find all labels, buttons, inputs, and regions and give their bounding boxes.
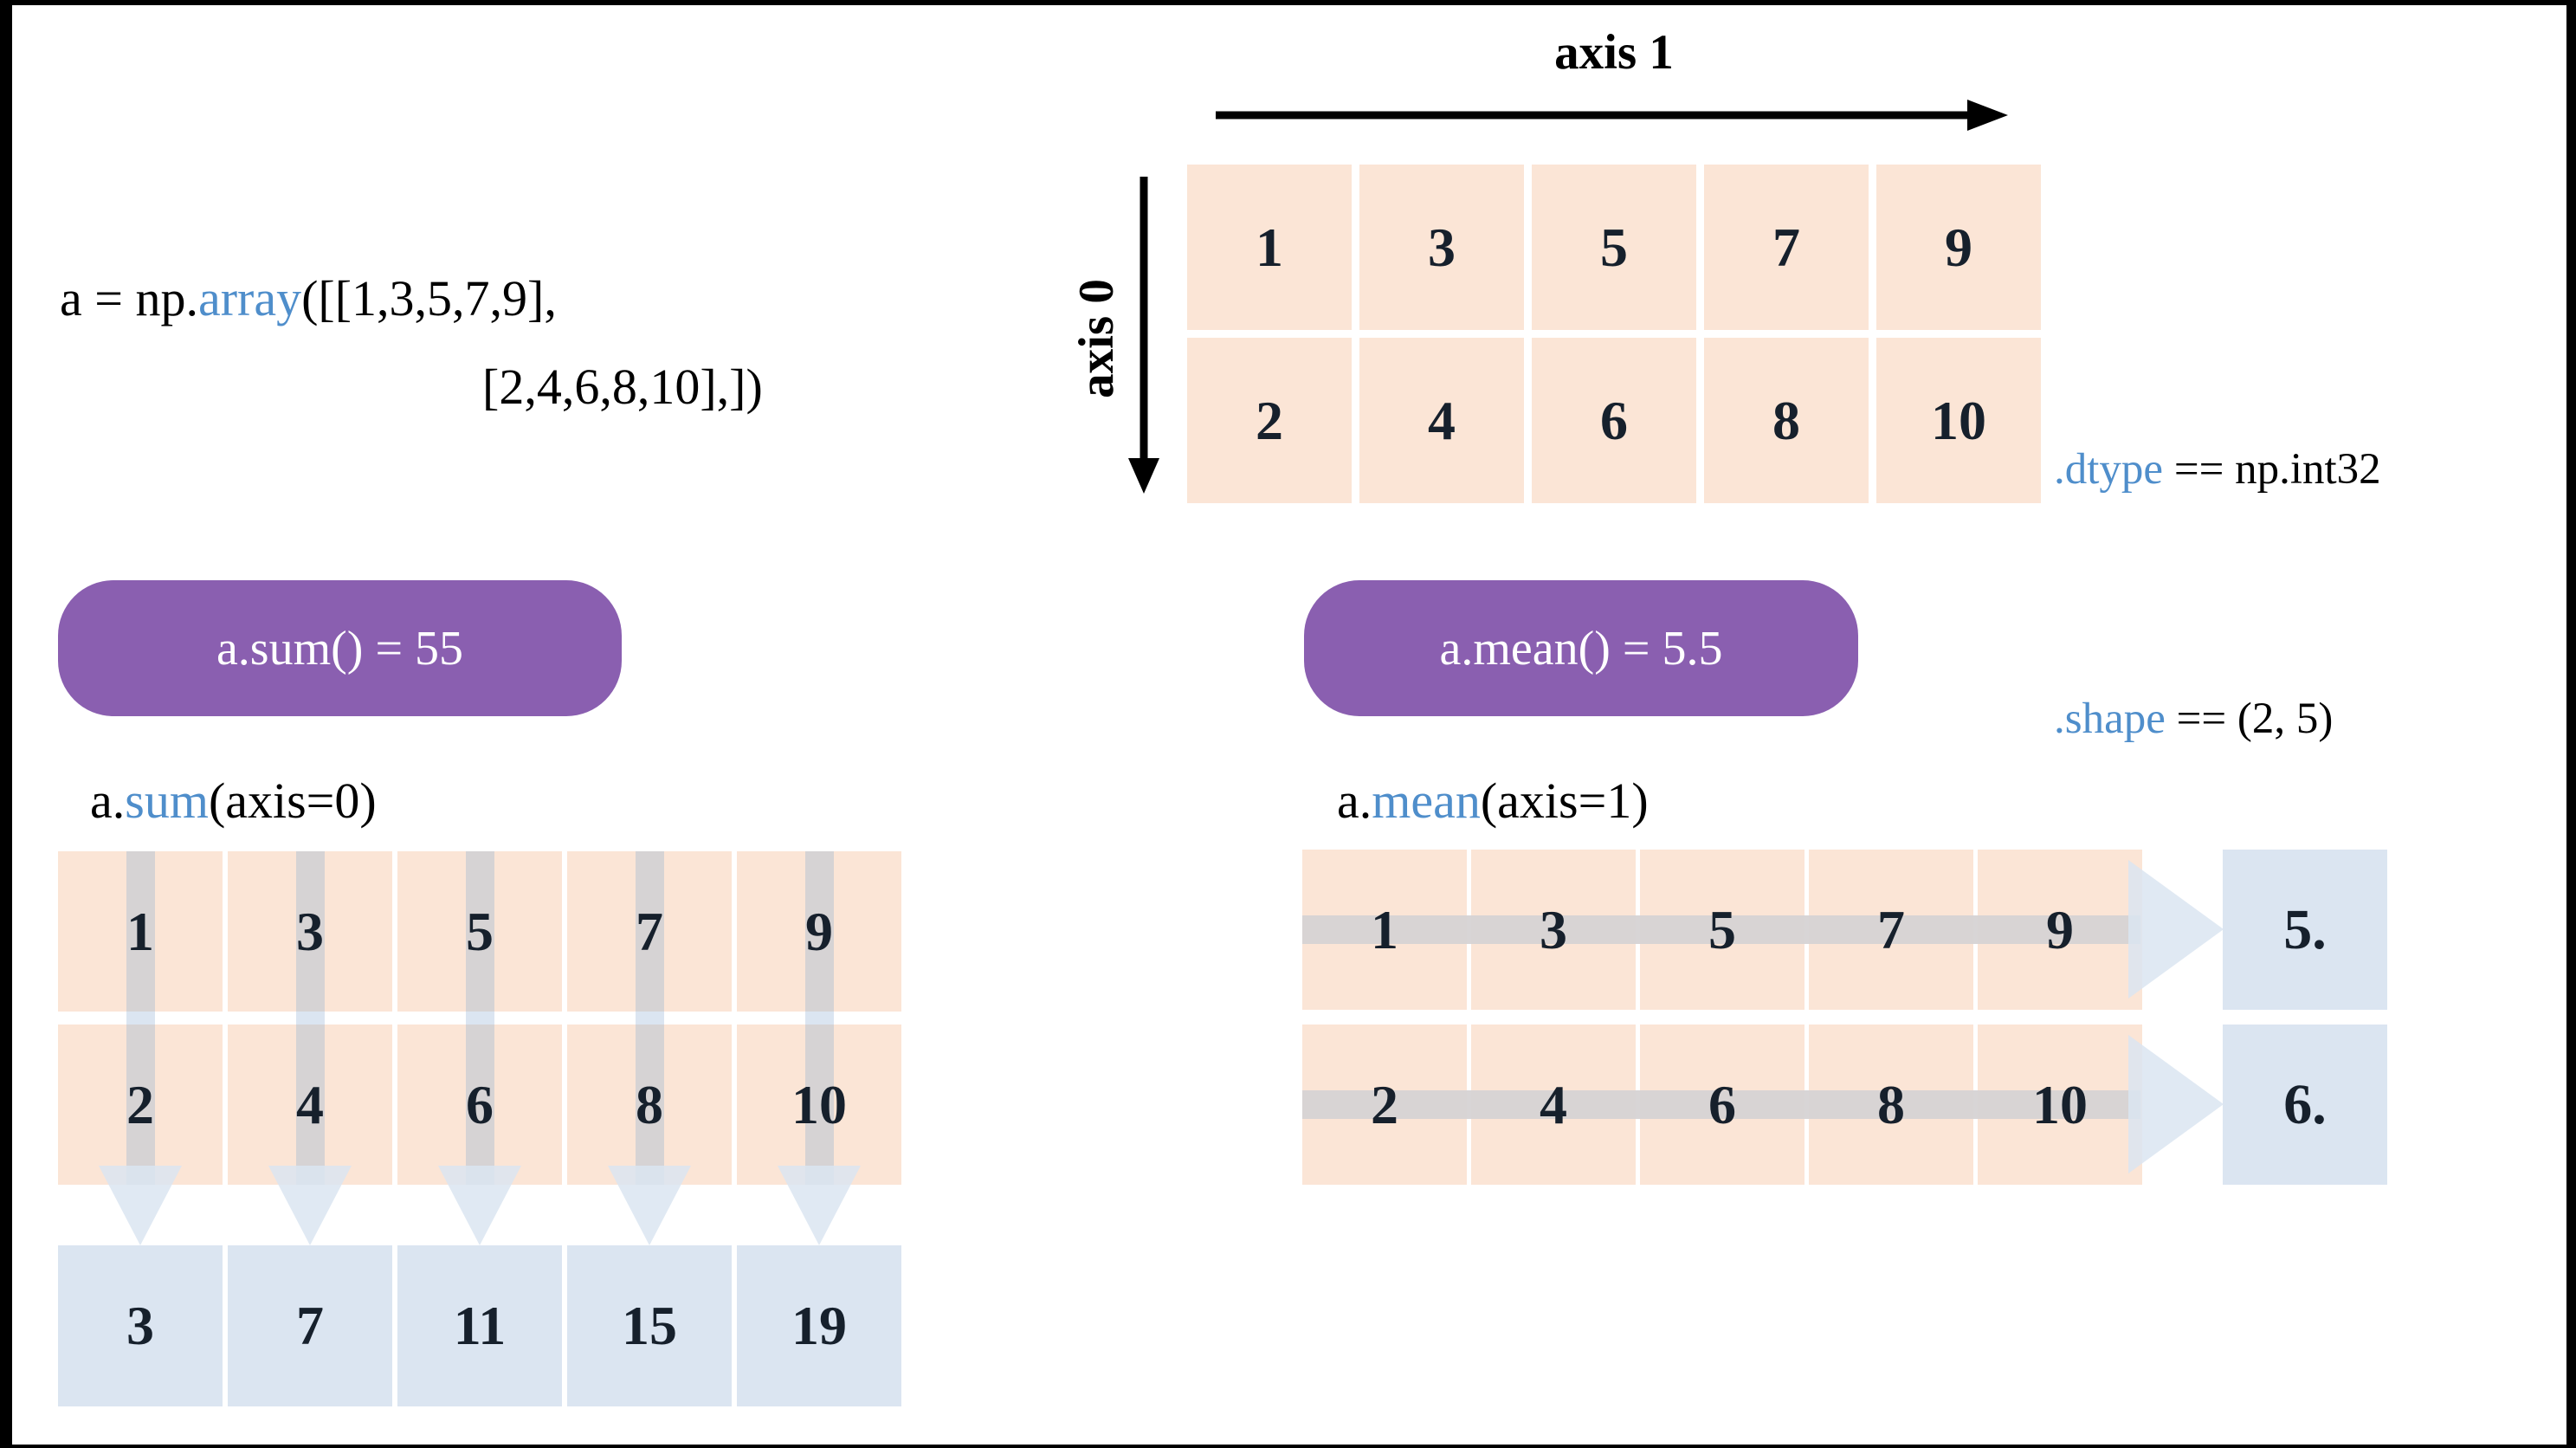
- code-fn-array: array: [197, 270, 302, 326]
- sum-result-cell: 15: [567, 1245, 732, 1406]
- shape-line: .shape == (2, 5): [2054, 677, 2381, 760]
- code-obj: a = np.: [60, 270, 198, 326]
- sum-result-cell: 19: [737, 1245, 901, 1406]
- shape-attr: .shape: [2054, 695, 2166, 743]
- sum-column-stripe: [296, 851, 325, 1012]
- mean-call-label: a.mean(axis=1): [1337, 772, 1649, 830]
- dtype-value: == np.int32: [2163, 445, 2381, 494]
- mean-result-cell: 6.: [2223, 1025, 2387, 1185]
- code-args: ([[1,3,5,7,9],: [301, 270, 557, 326]
- right-arrow-icon: [2128, 860, 2224, 999]
- axis1-label: axis 1: [1554, 25, 1674, 80]
- axis1-arrow-icon: [1216, 100, 2008, 131]
- sum-obj: a.: [90, 772, 126, 829]
- array-cell: 5: [1532, 165, 1696, 330]
- mean-row-stripe: [1302, 1090, 2140, 1119]
- dtype-attr: .dtype: [2054, 445, 2164, 494]
- array-cell: 3: [1359, 165, 1524, 330]
- array-table: 1 3 5 7 9 2 4 6 8 10: [1187, 165, 2041, 503]
- mean-total-pill: a.mean() = 5.5: [1304, 580, 1858, 716]
- mean-fn: mean: [1372, 772, 1481, 829]
- down-arrow-icon: [438, 1166, 521, 1245]
- sum-column-stripe: [296, 1025, 325, 1185]
- array-cell: 7: [1704, 165, 1869, 330]
- sum-fn: sum: [125, 772, 209, 829]
- array-cell: 6: [1532, 338, 1696, 503]
- array-cell: 10: [1876, 338, 2041, 503]
- sum-arrow-tail: [296, 1012, 325, 1025]
- sum-column-stripe: [126, 1025, 155, 1185]
- sum-column-stripe: [805, 1025, 834, 1185]
- sum-total-text: a.sum() = 55: [216, 621, 464, 676]
- array-cell: 9: [1876, 165, 2041, 330]
- mean-source-table: 1 3 5 7 9 2 4 6 8 10: [1302, 850, 2142, 1185]
- mean-obj: a.: [1337, 772, 1372, 829]
- sum-result-cell: 7: [228, 1245, 392, 1406]
- sum-column-stripe: [126, 851, 155, 1012]
- array-cell: 1: [1187, 165, 1352, 330]
- sum-column-stripe: [466, 1025, 494, 1185]
- array-meta: .dtype == np.int32 .shape == (2, 5): [2054, 262, 2381, 927]
- code-line-1: a = np.array([[1,3,5,7,9],: [60, 255, 978, 343]
- sum-arrow-tail: [466, 1012, 494, 1025]
- sum-call-label: a.sum(axis=0): [90, 772, 377, 830]
- sum-total-pill: a.sum() = 55: [58, 580, 622, 716]
- shape-value: == (2, 5): [2165, 695, 2334, 743]
- sum-args: (axis=0): [208, 772, 377, 829]
- code-line-2: [2,4,6,8,10],]): [60, 343, 978, 431]
- sum-column-stripe: [636, 1025, 664, 1185]
- sum-arrow-tail: [805, 1012, 834, 1025]
- sum-result-cell: 11: [397, 1245, 562, 1406]
- axis0-label: axis 0: [1069, 279, 1124, 398]
- down-arrow-icon: [778, 1166, 861, 1245]
- down-arrow-icon: [268, 1166, 352, 1245]
- sum-arrow-tail: [636, 1012, 664, 1025]
- sum-column-stripe: [466, 851, 494, 1012]
- axis0-arrow-icon: [1128, 177, 1159, 494]
- sum-arrow-tail: [126, 1012, 155, 1025]
- mean-args: (axis=1): [1480, 772, 1649, 829]
- down-arrow-icon: [608, 1166, 691, 1245]
- right-arrow-icon: [2128, 1035, 2224, 1173]
- mean-result-cell: 5.: [2223, 850, 2387, 1010]
- dtype-line: .dtype == np.int32: [2054, 428, 2381, 511]
- code-line-2-text: [2,4,6,8,10],]): [482, 359, 763, 415]
- sum-result-cell: 3: [58, 1245, 223, 1406]
- code-snippet: a = np.array([[1,3,5,7,9], [2,4,6,8,10],…: [60, 255, 978, 431]
- array-cell: 8: [1704, 338, 1869, 503]
- mean-row-stripe: [1302, 915, 2140, 944]
- mean-total-text: a.mean() = 5.5: [1439, 621, 1723, 676]
- array-cell: 2: [1187, 338, 1352, 503]
- sum-result-row: 3 7 11 15 19: [58, 1245, 901, 1406]
- sum-column-stripe: [805, 851, 834, 1012]
- down-arrow-icon: [99, 1166, 182, 1245]
- sum-column-stripe: [636, 851, 664, 1012]
- array-cell: 4: [1359, 338, 1524, 503]
